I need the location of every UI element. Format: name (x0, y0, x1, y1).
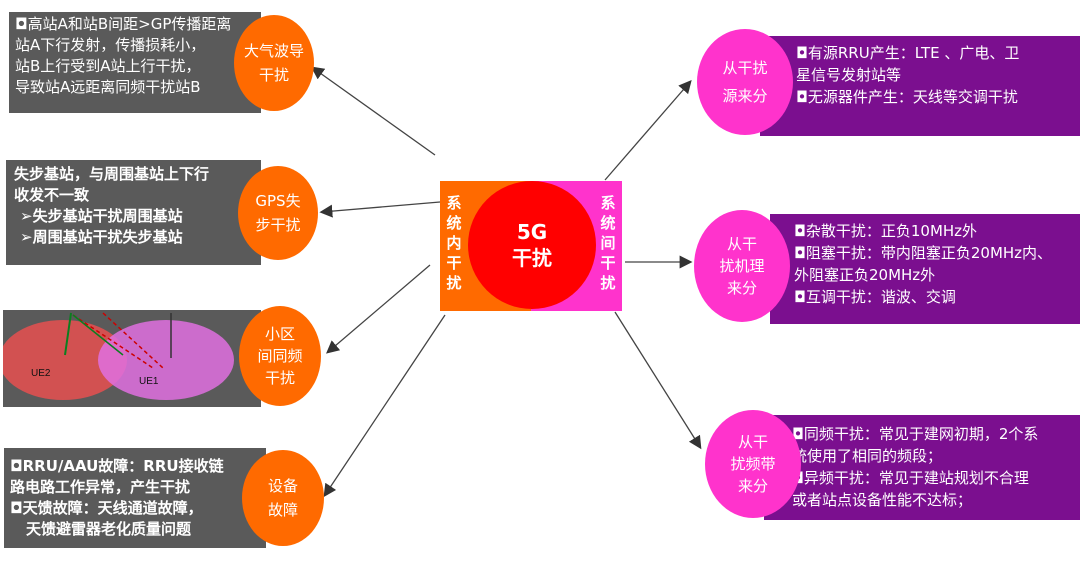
equipment-line-4: 天馈避雷器老化质量问题 (26, 520, 192, 538)
5g-interference-circle: 5G 干扰 (468, 181, 596, 309)
band-line-4: 或者站点设备性能不达标； (792, 491, 973, 509)
source-text-box: ◘有源RRU产生：LTE 、广电、卫 星信号发射站等 ◘无源器件产生：天线等交调… (760, 36, 1080, 136)
center-block: 系统内干扰 系统间干扰 5G 干扰 (440, 181, 622, 311)
ue2-label: UE2 (31, 368, 51, 379)
arrow-to-band (614, 311, 702, 450)
cochannel-circle: 小区 间同频 干扰 (239, 306, 321, 406)
gps-line-2: 收发不一致 (14, 186, 90, 204)
by-mechanism-circle: 从干 扰机理 来分 (694, 210, 790, 322)
mechanism-line-3: 外阻塞正负20MHz外 (794, 266, 936, 284)
atmospheric-line-2: 站A下行发射，传播损耗小， (15, 36, 206, 54)
band-line-1: ◘同频干扰：常见于建网初期，2个系 (792, 425, 1039, 443)
mechanism-line-1: ◘杂散干扰：正负10MHz外 (794, 222, 978, 240)
gps-text-box: 失步基站，与周围基站上下行 收发不一致 ➢失步基站干扰周围基站 ➢周围基站干扰失… (6, 160, 261, 265)
signal-line-3 (72, 314, 124, 356)
equipment-text-box: ◘RRU/AAU故障：RRU接收链 路电路工作异常，产生干扰 ◘天馈故障：天线通… (4, 448, 266, 548)
gps-sync-circle: GPS失 步干扰 (238, 166, 318, 260)
intra-system-label: 系统内干扰 (446, 194, 462, 292)
equipment-line-1: ◘RRU/AAU故障：RRU接收链 (10, 457, 224, 475)
source-line-1: ◘有源RRU产生：LTE 、广电、卫 (796, 44, 1020, 62)
signal-line-1 (72, 314, 154, 369)
by-band-circle: 从干 扰频带 来分 (705, 410, 801, 518)
center-title: 5G (516, 220, 548, 244)
gps-line-4: ➢周围基站干扰失步基站 (20, 228, 183, 246)
arrow-to-cochannel (326, 264, 431, 354)
mechanism-text-box: ◘杂散干扰：正负10MHz外 ◘阻塞干扰：带内阻塞正负20MHz内、 外阻塞正负… (770, 214, 1080, 324)
equipment-line-2: 路电路工作异常，产生干扰 (10, 478, 191, 496)
band-line-3: ◘异频干扰：常见于建站规划不合理 (792, 469, 1029, 487)
source-line-2: 星信号发射站等 (796, 66, 902, 84)
mechanism-line-4: ◘互调干扰：谐波、交调 (794, 288, 956, 306)
antenna-left (64, 312, 72, 356)
ue1-label: UE1 (139, 376, 159, 387)
inter-system-label: 系统间干扰 (600, 194, 616, 292)
arrow-to-gps (319, 201, 441, 218)
center-subtitle: 干扰 (512, 246, 552, 270)
cell-ellipse-left (3, 320, 127, 400)
mechanism-line-2: ◘阻塞干扰：带内阻塞正负20MHz内、 (794, 244, 1053, 262)
band-line-2: 统使用了相同的频段； (792, 447, 943, 465)
gps-line-3: ➢失步基站干扰周围基站 (20, 207, 183, 225)
atmospheric-duct-circle: 大气波导 干扰 (234, 15, 314, 111)
by-source-circle: 从干扰 源来分 (697, 29, 793, 135)
band-text-box: ◘同频干扰：常见于建网初期，2个系 统使用了相同的频段； ◘异频干扰：常见于建站… (764, 415, 1080, 520)
gps-line-1: 失步基站，与周围基站上下行 (14, 165, 210, 183)
atmospheric-line-1: ◘高站A和站B间距>GP传播距离 (15, 15, 232, 33)
cell-ellipse-right (98, 320, 234, 400)
arrow-to-atmospheric (310, 66, 436, 156)
cochannel-illustration-box: UE2 UE1 (3, 310, 261, 407)
arrow-to-equipment (323, 314, 446, 498)
equipment-fault-circle: 设备 故障 (242, 450, 324, 546)
arrow-to-source (604, 80, 692, 181)
source-line-3: ◘无源器件产生：天线等交调干扰 (796, 88, 1018, 106)
atmospheric-line-4: 导致站A远距离同频干扰站B (15, 78, 201, 96)
ue-illustration: UE2 UE1 (3, 312, 234, 400)
equipment-line-3: ◘天馈故障：天线通道故障， (10, 499, 203, 517)
atmospheric-line-3: 站B上行受到A站上行干扰， (15, 57, 201, 75)
atmospheric-text-box: ◘高站A和站B间距>GP传播距离 站A下行发射，传播损耗小， 站B上行受到A站上… (9, 12, 261, 113)
